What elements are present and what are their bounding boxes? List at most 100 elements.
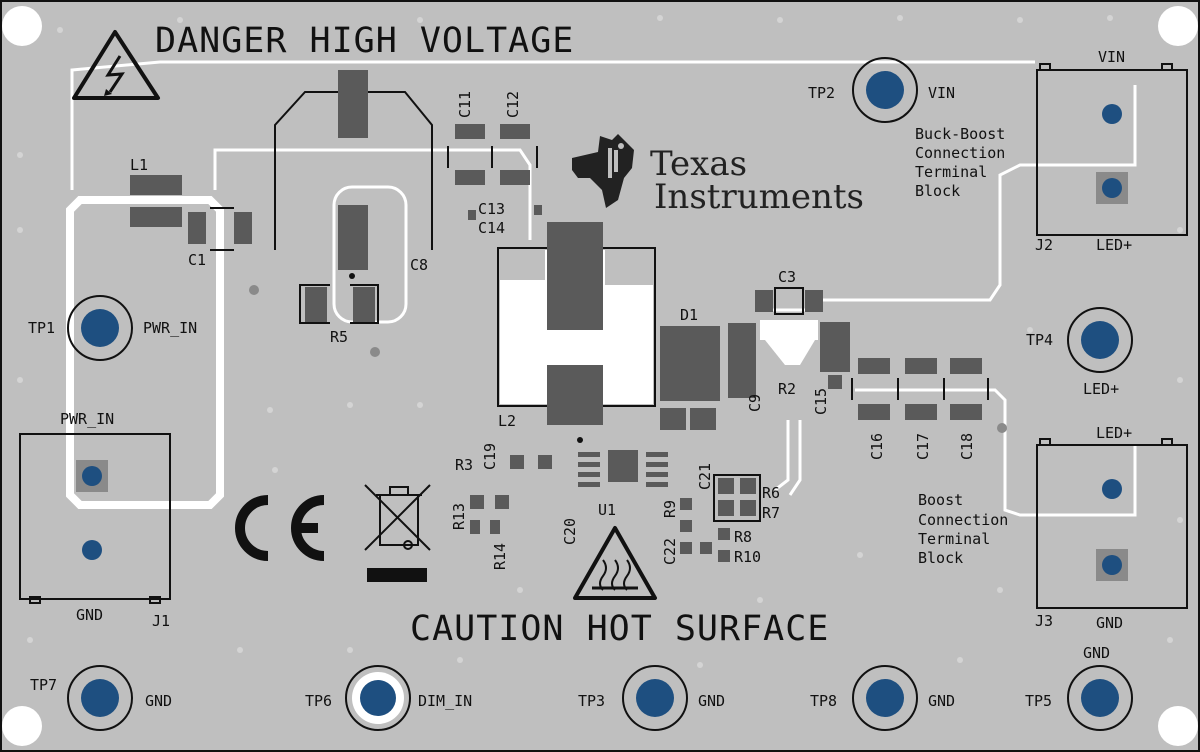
j3-connector <box>1036 438 1188 609</box>
tp1-net-label: PWR_IN <box>143 319 197 337</box>
c1-label: C1 <box>188 251 206 269</box>
d1-label: D1 <box>680 306 698 324</box>
tp3-net-label: GND <box>698 692 725 710</box>
r8-label: R8 <box>734 528 752 546</box>
j2-top-label: VIN <box>1098 48 1125 66</box>
c9-label: C9 <box>746 394 764 412</box>
note-line: Connection <box>918 511 1008 529</box>
r5-footprint <box>299 273 379 324</box>
tp6-label: TP6 <box>305 692 332 710</box>
copper-pour <box>760 320 818 340</box>
l1-pad <box>130 175 182 195</box>
via <box>997 423 1007 433</box>
pad <box>690 408 716 430</box>
tp1-testpoint[interactable] <box>67 295 133 361</box>
weee-bin-icon <box>364 484 431 551</box>
c19-label: C19 <box>481 443 499 470</box>
c8-label: C8 <box>410 256 428 274</box>
tp1-label: TP1 <box>28 319 55 337</box>
c12-pad <box>500 170 530 185</box>
tp5-testpoint[interactable] <box>1067 665 1133 731</box>
c12-pad <box>500 124 530 139</box>
j2-label: J2 <box>1035 236 1053 254</box>
via <box>370 347 380 357</box>
note-line: Block <box>918 549 963 567</box>
tp7-testpoint[interactable] <box>67 665 133 731</box>
c11-pad <box>455 170 485 185</box>
r6-label: R6 <box>762 484 780 502</box>
c11-label: C11 <box>456 91 474 118</box>
pad <box>660 408 686 430</box>
boost-note: Boost Connection Terminal Block <box>918 491 1008 567</box>
c3-label: C3 <box>778 268 796 286</box>
c1-pad <box>188 212 206 244</box>
j1-connector <box>19 433 171 604</box>
tp8-testpoint[interactable] <box>852 665 918 731</box>
c12-label: C12 <box>504 91 522 118</box>
note-line: Connection <box>915 144 1005 162</box>
tp8-label: TP8 <box>810 692 837 710</box>
r13-label: R13 <box>450 503 468 530</box>
l2-inductor <box>497 222 656 425</box>
note-line: Terminal <box>918 530 990 548</box>
c15-label: C15 <box>812 388 830 415</box>
tp8-net-label: GND <box>928 692 955 710</box>
note-line: Boost <box>918 491 963 509</box>
j1-label: J1 <box>152 612 170 630</box>
small-passives <box>470 455 756 562</box>
j1-top-label: PWR_IN <box>60 410 114 428</box>
copper-traces <box>70 60 1137 517</box>
c11-pad <box>455 124 485 139</box>
output-caps <box>858 358 982 420</box>
c16-label: C16 <box>868 433 886 460</box>
mounting-hole <box>2 6 42 46</box>
ce-mark-icon <box>235 495 325 561</box>
tp2-net-label: VIN <box>928 84 955 102</box>
via-pattern <box>17 15 1183 668</box>
tp6-testpoint[interactable] <box>345 665 411 731</box>
c3-pad <box>755 290 773 312</box>
note-line: Terminal <box>915 163 987 181</box>
tp7-net-label: GND <box>145 692 172 710</box>
tp4-net-label: LED+ <box>1083 380 1119 398</box>
tp3-testpoint[interactable] <box>622 665 688 731</box>
mounting-hole <box>2 706 42 746</box>
r3-label: R3 <box>455 456 473 474</box>
r2-label: R2 <box>778 380 796 398</box>
tp3-label: TP3 <box>578 692 605 710</box>
r9-label: R9 <box>661 500 679 518</box>
tp6-net-label: DIM_IN <box>418 692 472 710</box>
ti-logo-line2: Instruments <box>654 177 864 217</box>
c17-label: C17 <box>914 433 932 460</box>
weee-bar <box>367 568 427 582</box>
ti-logo-line1: Texas <box>650 144 747 184</box>
tp5-net-label: GND <box>1083 644 1110 662</box>
ti-logo-icon <box>572 134 634 208</box>
tp2-testpoint[interactable] <box>852 57 918 123</box>
mounting-hole <box>1158 706 1198 746</box>
d1-pad <box>660 326 720 401</box>
pad <box>820 322 850 372</box>
via <box>249 285 259 295</box>
buck-boost-note: Buck-Boost Connection Terminal Block <box>915 125 1005 200</box>
c13-pad <box>534 205 542 215</box>
c18-label: C18 <box>958 433 976 460</box>
j3-label: J3 <box>1035 612 1053 630</box>
c14-label: C14 <box>478 219 505 237</box>
hot-surface-warning-icon <box>573 526 657 600</box>
l2-label: L2 <box>498 412 516 430</box>
c13-pad <box>468 210 476 220</box>
c3-pad <box>805 290 823 312</box>
tp7-label: TP7 <box>30 676 57 694</box>
j3-bottom-label: GND <box>1096 614 1123 632</box>
note-line: Buck-Boost <box>915 125 1005 143</box>
c20-label: C20 <box>561 518 579 545</box>
r14-label: R14 <box>491 543 509 570</box>
note-line: Block <box>915 182 960 200</box>
c1-pad <box>234 212 252 244</box>
tp4-label: TP4 <box>1026 331 1053 349</box>
tp4-testpoint[interactable] <box>1067 307 1133 373</box>
j2-bottom-label: LED+ <box>1096 236 1132 254</box>
r10-label: R10 <box>734 548 761 566</box>
